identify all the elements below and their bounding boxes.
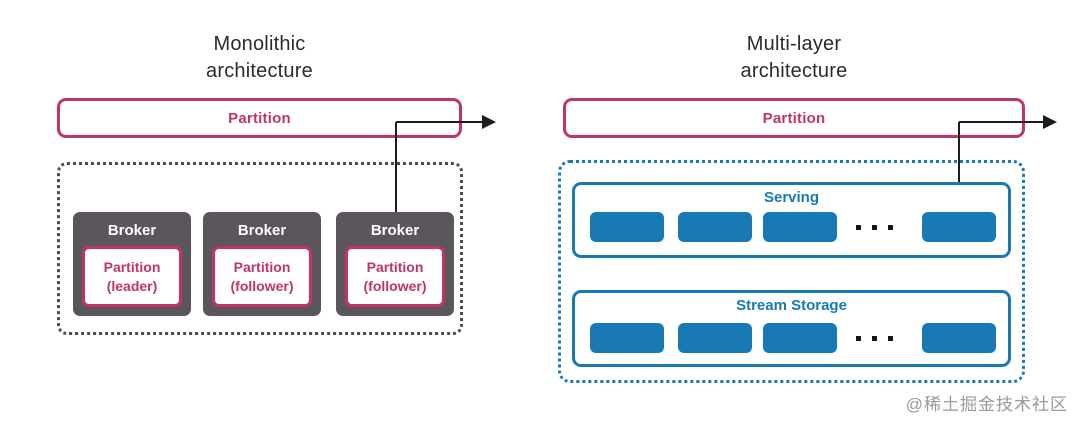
monolithic-title-line2: architecture xyxy=(206,60,313,82)
stream-storage-layer-box: Stream Storage xyxy=(572,290,1011,367)
storage-ellipsis-icon xyxy=(856,336,893,341)
monolithic-partition-box: Partition xyxy=(57,98,462,138)
broker-2-partition-role: (follower) xyxy=(230,277,294,294)
broker-3-partition-role: (follower) xyxy=(363,277,427,294)
right-arrow-vertical-line xyxy=(958,122,960,213)
left-arrow-horizontal-line xyxy=(396,121,482,123)
serving-ellipsis-icon xyxy=(856,225,893,230)
broker-2-partition-chip: Partition (follower) xyxy=(212,246,312,307)
multilayer-cluster xyxy=(558,160,1025,383)
monolithic-title: Monolithic architecture xyxy=(57,31,462,85)
broker-3-partition-chip: Partition (follower) xyxy=(345,246,445,307)
broker-box-2: Broker Partition (follower) xyxy=(203,212,321,316)
broker-1-partition-name: Partition xyxy=(103,258,161,275)
broker-box-3: Broker Partition (follower) xyxy=(336,212,454,316)
serving-node-4 xyxy=(922,212,996,242)
broker-1-partition-chip: Partition (leader) xyxy=(82,246,182,307)
broker-3-label: Broker xyxy=(370,222,420,239)
watermark: @稀土掘金技术社区 xyxy=(905,395,1068,414)
monolithic-partition-label: Partition xyxy=(228,109,291,127)
stream-storage-layer-label: Stream Storage xyxy=(736,297,847,314)
left-arrow-vertical-line xyxy=(395,122,397,212)
multilayer-partition-box: Partition xyxy=(563,98,1025,138)
storage-node-4 xyxy=(922,323,996,353)
multilayer-partition-label: Partition xyxy=(762,109,826,127)
storage-node-3 xyxy=(763,323,837,353)
monolithic-broker-cluster xyxy=(57,162,463,335)
right-arrow-right-icon xyxy=(1043,115,1057,129)
monolithic-title-line1: Monolithic xyxy=(213,33,306,55)
serving-node-2 xyxy=(678,212,752,242)
broker-1-label: Broker xyxy=(107,222,157,239)
multilayer-title-line2: architecture xyxy=(740,60,848,82)
storage-node-2 xyxy=(678,323,752,353)
left-arrow-right-icon xyxy=(482,115,496,129)
right-arrow-horizontal-line xyxy=(959,121,1043,123)
serving-layer-label: Serving xyxy=(763,189,820,206)
multilayer-title: Multi-layer architecture xyxy=(563,31,1025,85)
serving-layer-box: Serving xyxy=(572,182,1011,258)
broker-3-partition-name: Partition xyxy=(366,258,424,275)
multilayer-title-line1: Multi-layer xyxy=(746,33,842,55)
broker-1-partition-role: (leader) xyxy=(106,277,158,294)
serving-node-3 xyxy=(763,212,837,242)
broker-box-1: Broker Partition (leader) xyxy=(73,212,191,316)
broker-2-label: Broker xyxy=(237,222,287,239)
serving-node-1 xyxy=(590,212,664,242)
storage-node-1 xyxy=(590,323,664,353)
broker-2-partition-name: Partition xyxy=(233,258,291,275)
